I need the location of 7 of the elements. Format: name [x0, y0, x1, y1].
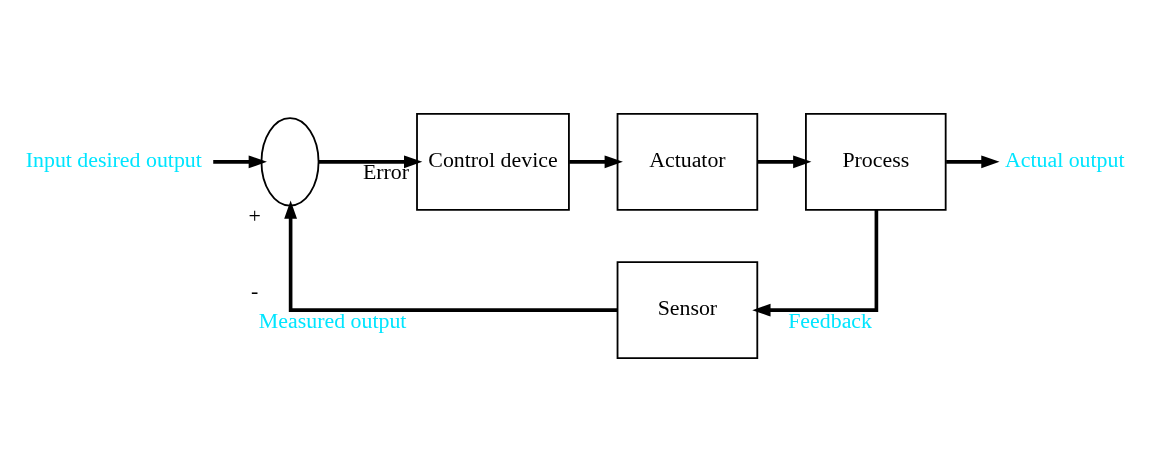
node-label: - [251, 279, 259, 304]
edge-label: Error [362, 160, 410, 185]
edge-label: Feedback [788, 308, 872, 333]
node-text: Actual output [1004, 148, 1125, 173]
node-text: Input desired output [25, 148, 202, 173]
node-label: + [248, 204, 261, 229]
edge-label: Measured output [258, 308, 407, 333]
